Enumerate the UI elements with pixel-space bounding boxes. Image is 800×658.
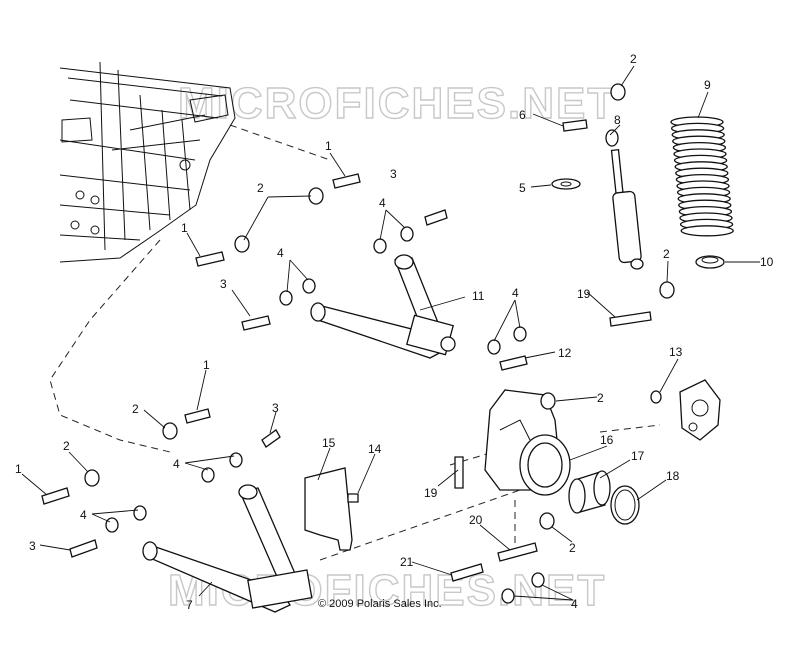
callout-21: 21 — [400, 555, 414, 569]
callout-2: 2 — [663, 247, 670, 261]
bearing — [568, 470, 611, 514]
callout-4: 4 — [173, 457, 180, 471]
bearing-carrier — [484, 389, 571, 496]
callout-4: 4 — [80, 508, 87, 522]
washer — [551, 178, 581, 190]
callout-2: 2 — [63, 439, 70, 453]
coil-spring — [670, 116, 734, 237]
callout-2: 2 — [569, 541, 576, 555]
callout-10: 10 — [760, 255, 774, 269]
lower-a-arm — [142, 484, 313, 613]
bushings — [69, 209, 545, 604]
leader-lines — [21, 65, 760, 601]
watermark-top: MICROFICHES.NET — [178, 79, 616, 128]
callout-3: 3 — [220, 277, 227, 291]
callout-3: 3 — [390, 167, 397, 181]
callout-20: 20 — [469, 513, 483, 527]
callout-6: 6 — [519, 108, 526, 122]
callout-4: 4 — [379, 196, 386, 210]
copyright-notice: © 2009 Polaris Sales Inc. — [318, 598, 442, 610]
bolt-14 — [347, 493, 359, 503]
callout-9: 9 — [704, 78, 711, 92]
callout-19: 19 — [424, 486, 438, 500]
callout-1: 1 — [325, 139, 332, 153]
callout-5: 5 — [519, 181, 526, 195]
spring-retainer — [695, 255, 725, 269]
callout-2: 2 — [597, 391, 604, 405]
spring-coil — [680, 225, 734, 237]
callout-7: 7 — [186, 598, 193, 612]
callout-17: 17 — [631, 449, 645, 463]
callout-14: 14 — [368, 442, 382, 456]
callout-labels: 1 2 1 3 3 4 4 11 4 12 1 2 3 4 2 1 4 3 7 … — [15, 52, 774, 612]
callout-1: 1 — [203, 358, 210, 372]
callout-4: 4 — [277, 246, 284, 260]
upper-a-arm — [310, 254, 456, 359]
callout-2: 2 — [257, 181, 264, 195]
skid-plate — [304, 467, 353, 551]
callout-4: 4 — [571, 597, 578, 611]
callout-18: 18 — [666, 469, 680, 483]
callout-15: 15 — [322, 436, 336, 450]
callout-12: 12 — [558, 346, 572, 360]
callout-19: 19 — [577, 287, 591, 301]
callout-11: 11 — [472, 289, 485, 303]
callout-1: 1 — [181, 221, 188, 235]
shock-absorber — [605, 129, 644, 270]
callout-1: 1 — [15, 462, 22, 476]
callout-2: 2 — [630, 52, 637, 66]
nuts — [84, 83, 675, 530]
callout-13: 13 — [669, 345, 683, 359]
callout-4: 4 — [512, 286, 519, 300]
callout-8: 8 — [614, 113, 621, 127]
callout-2: 2 — [132, 402, 139, 416]
callout-16: 16 — [600, 433, 614, 447]
brake-caliper — [679, 379, 721, 441]
callout-3: 3 — [29, 539, 36, 553]
snap-ring — [610, 485, 640, 525]
vehicle-frame — [59, 61, 236, 263]
assembly-lines — [49, 124, 661, 561]
callout-3: 3 — [272, 401, 279, 415]
bolts — [41, 119, 652, 582]
